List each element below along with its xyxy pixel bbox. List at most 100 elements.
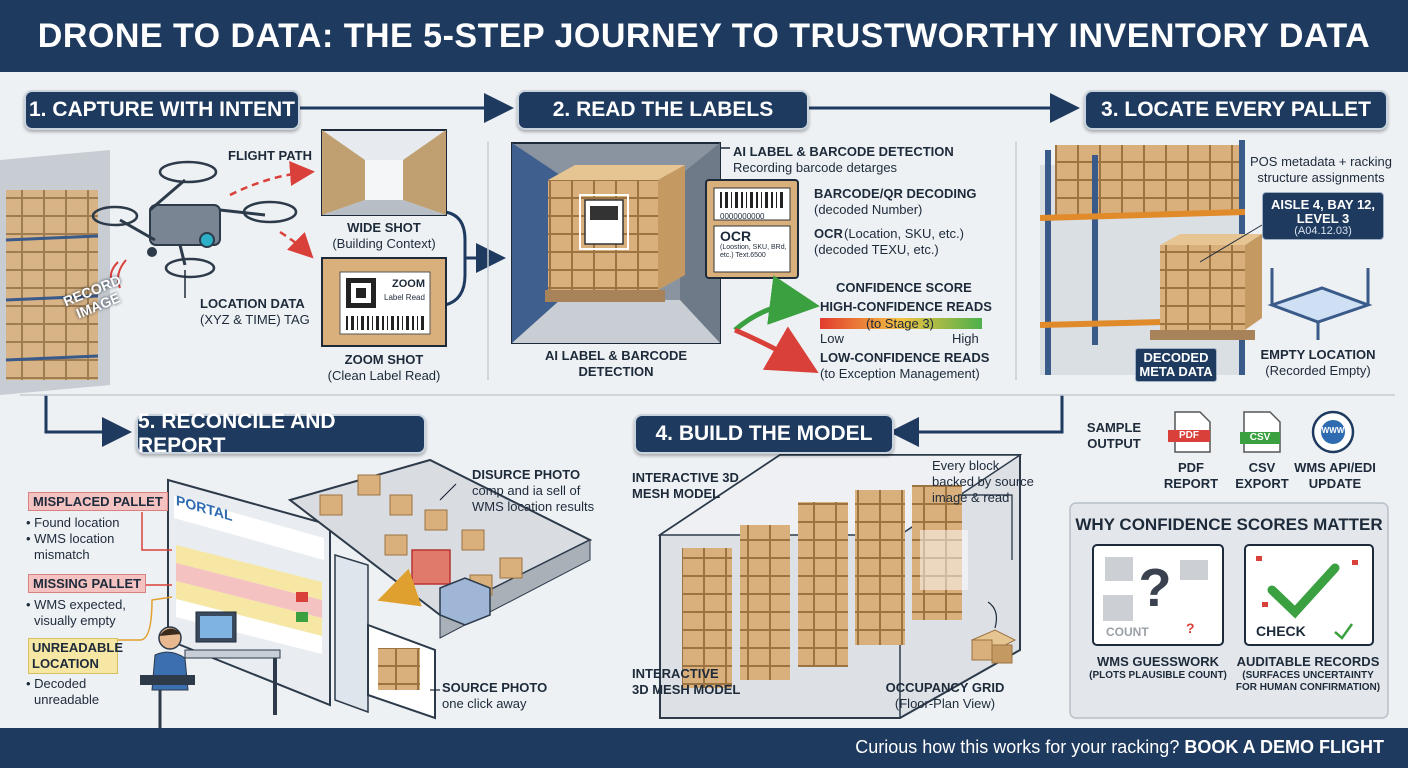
- arrow-capture-to-read: [444, 210, 506, 273]
- image-caption-2: DETECTION: [578, 364, 654, 379]
- arrow-3-to-4: [889, 395, 1064, 447]
- ocr-title: OCR: [814, 226, 843, 241]
- misplaced-title: MISPLACED PALLET: [28, 492, 168, 511]
- count-word: COUNT: [1106, 625, 1149, 639]
- zoom-shot-sub: (Clean Label Read): [327, 368, 441, 383]
- misplaced-line2: • WMS location: [26, 531, 115, 546]
- auditable-sub-1: (SURFACES UNCERTAINTY: [1242, 670, 1374, 681]
- decode-card: [705, 179, 799, 279]
- decoded-metadata-tag: DECODED META DATA: [1135, 348, 1217, 382]
- missing-line2: visually empty: [34, 613, 116, 628]
- location-tag: AISLE 4, BAY 12, LEVEL 3 (A04.12.03): [1262, 192, 1384, 240]
- ocr-decoded: (decoded TEXU, etc.): [814, 242, 939, 257]
- mesh-bottom-2: 3D MESH MODEL: [632, 682, 741, 697]
- auditable-card: [1244, 544, 1374, 646]
- question-mark-icon: ?: [1138, 558, 1172, 618]
- ocr-sub: (Location, SKU, etc.): [844, 226, 964, 241]
- floor-plan-illustration: [287, 458, 593, 639]
- drone-illustration: [91, 160, 298, 279]
- missing-line1: • WMS expected,: [26, 597, 126, 612]
- footer-bar: Curious how this works for your racking?…: [0, 728, 1408, 768]
- guesswork-card: [1092, 544, 1224, 646]
- csv-label-1: CSV: [1248, 460, 1276, 475]
- globe-icon: [1311, 410, 1355, 454]
- csv-icon-label: CSV: [1240, 432, 1280, 444]
- decoded-line1: DECODED: [1143, 350, 1209, 365]
- pdf-label-2: REPORT: [1163, 476, 1219, 491]
- low-confidence-arrow: [734, 326, 819, 373]
- flight-path: [229, 161, 315, 197]
- stage-4-model: 4. BUILD THE MODEL: [634, 414, 894, 454]
- api-icon-label: WWW: [1321, 426, 1345, 435]
- high-confidence-title: HIGH-CONFIDENCE READS: [820, 299, 992, 314]
- portal-screen-illustration: [167, 478, 331, 707]
- detect-title: AI LABEL & BARCODE DETECTION: [733, 144, 954, 159]
- zoom-card-sub: Label Read: [384, 293, 425, 302]
- pdf-icon-label: PDF: [1168, 430, 1210, 442]
- wide-shot-title: WIDE SHOT: [347, 220, 421, 235]
- source-photo-thumbnail: [367, 623, 436, 720]
- block-note-1: Every block: [932, 458, 1000, 473]
- stage-3-locate: 3. LOCATE EVERY PALLET: [1084, 90, 1388, 130]
- disurce-line1: comp and ia sell of: [472, 483, 581, 498]
- high-confidence-arrow: [733, 275, 820, 332]
- sample-output-1: SAMPLE: [1086, 420, 1142, 435]
- barcode-title: BARCODE/QR DECODING: [814, 186, 977, 201]
- disurce-line2: WMS location results: [472, 499, 595, 514]
- pos-metadata-1: POS metadata + racking: [1250, 154, 1392, 169]
- footer-cta: Curious how this works for your racking?…: [855, 737, 1384, 758]
- empty-location-title: EMPTY LOCATION: [1260, 347, 1376, 362]
- side-panel-illustration: [334, 553, 369, 714]
- confidence-low-label: Low: [820, 331, 844, 346]
- low-confidence-sub: (to Exception Management): [820, 366, 980, 381]
- auditable-title: AUDITABLE RECORDS: [1236, 654, 1380, 669]
- location-tag-line1: AISLE 4, BAY 12,: [1270, 197, 1376, 212]
- ocr-card-title: OCR: [720, 228, 752, 244]
- mesh-model-illustration: [657, 454, 1023, 719]
- api-label-1: WMS API/EDI: [1294, 460, 1376, 475]
- location-tag-line2: LEVEL 3: [1296, 211, 1350, 226]
- image-caption-1: AI LABEL & BARCODE: [544, 348, 688, 363]
- source-photo-sub: one click away: [442, 696, 527, 711]
- occupancy-grid-icon: [970, 629, 1017, 664]
- guesswork-sub: (PLOTS PLAUSIBLE COUNT): [1089, 670, 1227, 681]
- wide-shot-sub: (Building Context): [332, 236, 436, 251]
- confidence-title: CONFIDENCE SCORE: [836, 280, 972, 295]
- page-title: DRONE TO DATA: THE 5-STEP JOURNEY TO TRU…: [37, 16, 1371, 55]
- high-confidence-sub: (to Stage 3): [866, 316, 934, 331]
- person-illustration: [140, 611, 281, 740]
- mesh-rack-rows: [682, 485, 962, 688]
- low-confidence-title: LOW-CONFIDENCE READS: [820, 350, 990, 365]
- check-word: CHECK: [1256, 623, 1306, 639]
- pos-metadata-2: structure assignments: [1257, 170, 1385, 185]
- barcode-digits: 0000000000: [720, 212, 765, 221]
- unreadable-line1: • Decoded: [26, 676, 87, 691]
- confidence-gradient-bar: [820, 318, 982, 329]
- question-mark-small-icon: ?: [1186, 620, 1195, 636]
- disurce-title: DISURCE PHOTO: [472, 467, 581, 482]
- misplaced-line3: mismatch: [34, 547, 90, 562]
- title-banner: DRONE TO DATA: THE 5-STEP JOURNEY TO TRU…: [0, 0, 1408, 72]
- mesh-top-2: MESH MODEL: [632, 486, 721, 501]
- capture-rack-illustration: [0, 150, 110, 395]
- barcode-sub: (decoded Number): [814, 202, 923, 217]
- arrow-to-5: [44, 395, 132, 447]
- misplaced-line1: • Found location: [26, 515, 120, 530]
- location-data-sub: (XYZ & TIME) TAG: [200, 312, 310, 327]
- footer-question: Curious how this works for your racking?: [855, 737, 1180, 757]
- locate-rack-illustration: [1039, 140, 1263, 375]
- wide-shot-image: [321, 129, 447, 216]
- stage-2-read: 2. READ THE LABELS: [517, 90, 809, 130]
- mesh-bottom-1: INTERACTIVE: [632, 666, 719, 681]
- book-demo-link[interactable]: BOOK A DEMO FLIGHT: [1184, 737, 1384, 757]
- unreadable-line2: unreadable: [34, 692, 100, 707]
- sample-output-2: OUTPUT: [1087, 436, 1141, 451]
- csv-label-2: EXPORT: [1235, 476, 1289, 491]
- missing-tag: MISSING PALLET: [28, 574, 147, 593]
- block-note-3: image & read: [932, 490, 1010, 505]
- stage-1-capture: 1. CAPTURE WITH INTENT: [24, 90, 300, 130]
- pdf-label-1: PDF: [1178, 460, 1204, 475]
- location-data-title: LOCATION DATA: [200, 296, 305, 311]
- detect-sub: Recording barcode detarges: [733, 160, 898, 175]
- zoom-card-title: ZOOM: [392, 278, 425, 290]
